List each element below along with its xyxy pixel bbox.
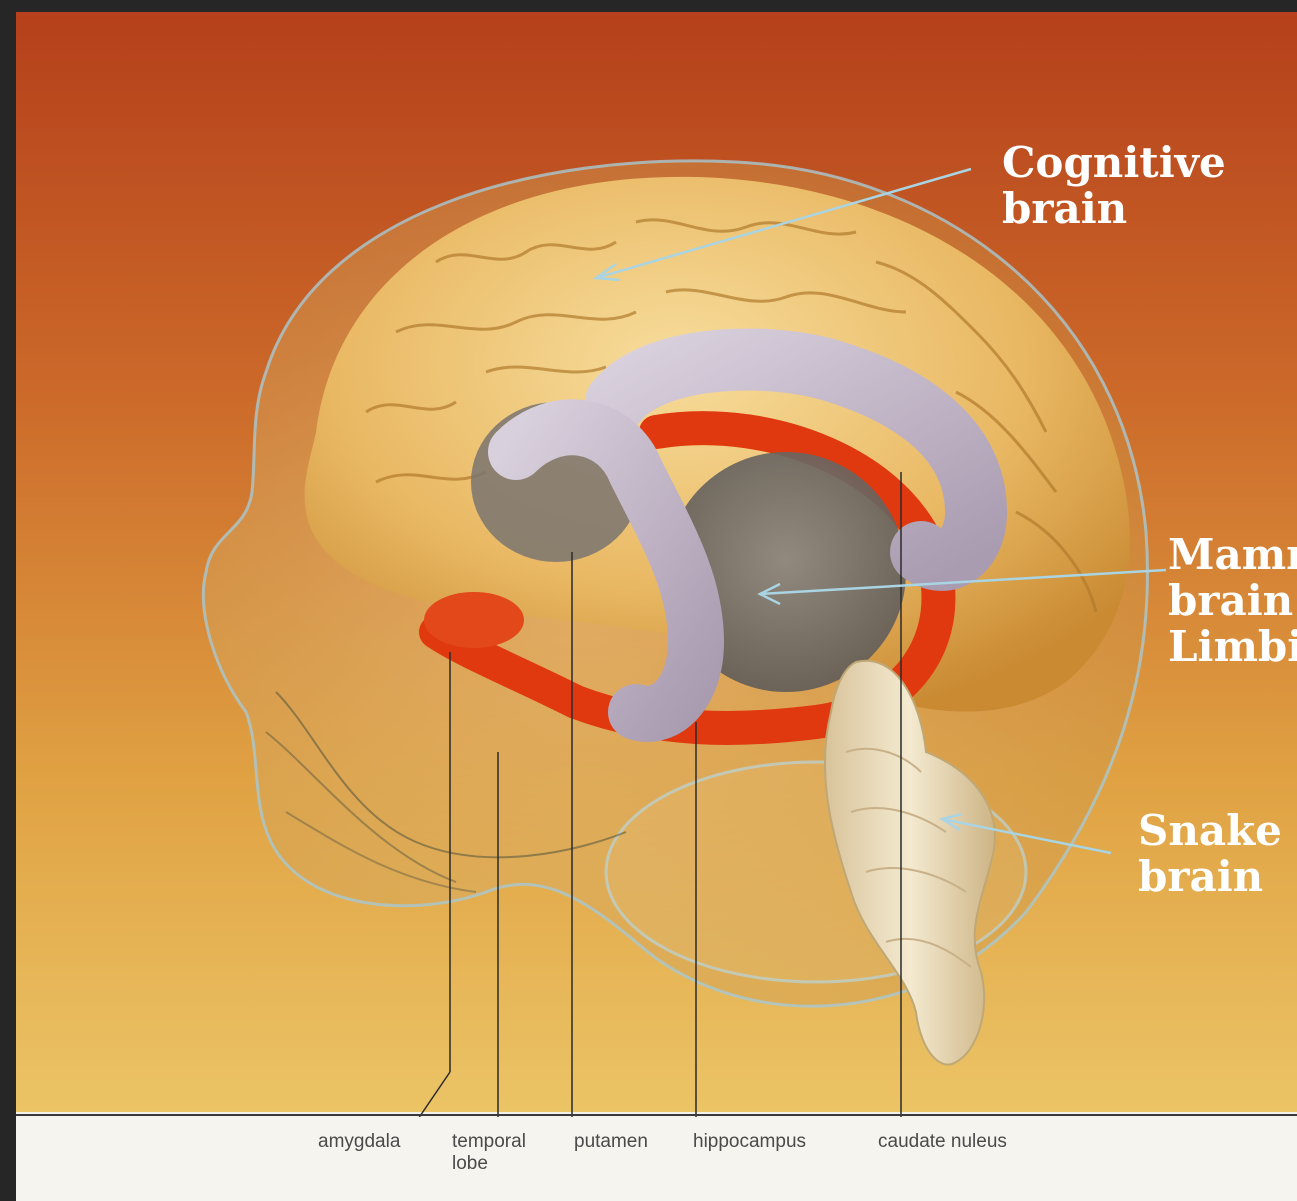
mammal-brain-label-line1: Mamm bbox=[1168, 532, 1297, 578]
temporal-lobe-label-line1: temporal bbox=[452, 1131, 526, 1153]
cognitive-brain-label: Cognitive brain bbox=[1002, 140, 1226, 232]
temporal-lobe-label-line2: lobe bbox=[452, 1153, 526, 1175]
putamen-label: putamen bbox=[574, 1131, 648, 1153]
snake-brain-label-line2: brain bbox=[1138, 854, 1282, 900]
hippocampus-label: hippocampus bbox=[693, 1131, 806, 1153]
amygdala-shape bbox=[424, 592, 524, 648]
cognitive-brain-label-line2: brain bbox=[1002, 186, 1226, 232]
mammal-brain-label-line2: brain bbox=[1168, 578, 1297, 624]
brain-illustration-plate: Cognitive brain Mamm brain Limbi Snake b… bbox=[16, 12, 1297, 1201]
cognitive-brain-label-line1: Cognitive bbox=[1002, 140, 1226, 186]
snake-brain-label: Snake brain bbox=[1138, 808, 1282, 900]
mammal-brain-label: Mamm brain Limbi bbox=[1168, 532, 1297, 670]
caudate-nucleus-label: caudate nuleus bbox=[878, 1131, 1007, 1153]
amygdala-label: amygdala bbox=[318, 1131, 400, 1153]
mammal-brain-label-line3: Limbi bbox=[1168, 624, 1297, 670]
caption-strip bbox=[16, 1117, 1297, 1201]
temporal-lobe-label: temporal lobe bbox=[452, 1131, 526, 1175]
snake-brain-label-line1: Snake bbox=[1138, 808, 1282, 854]
